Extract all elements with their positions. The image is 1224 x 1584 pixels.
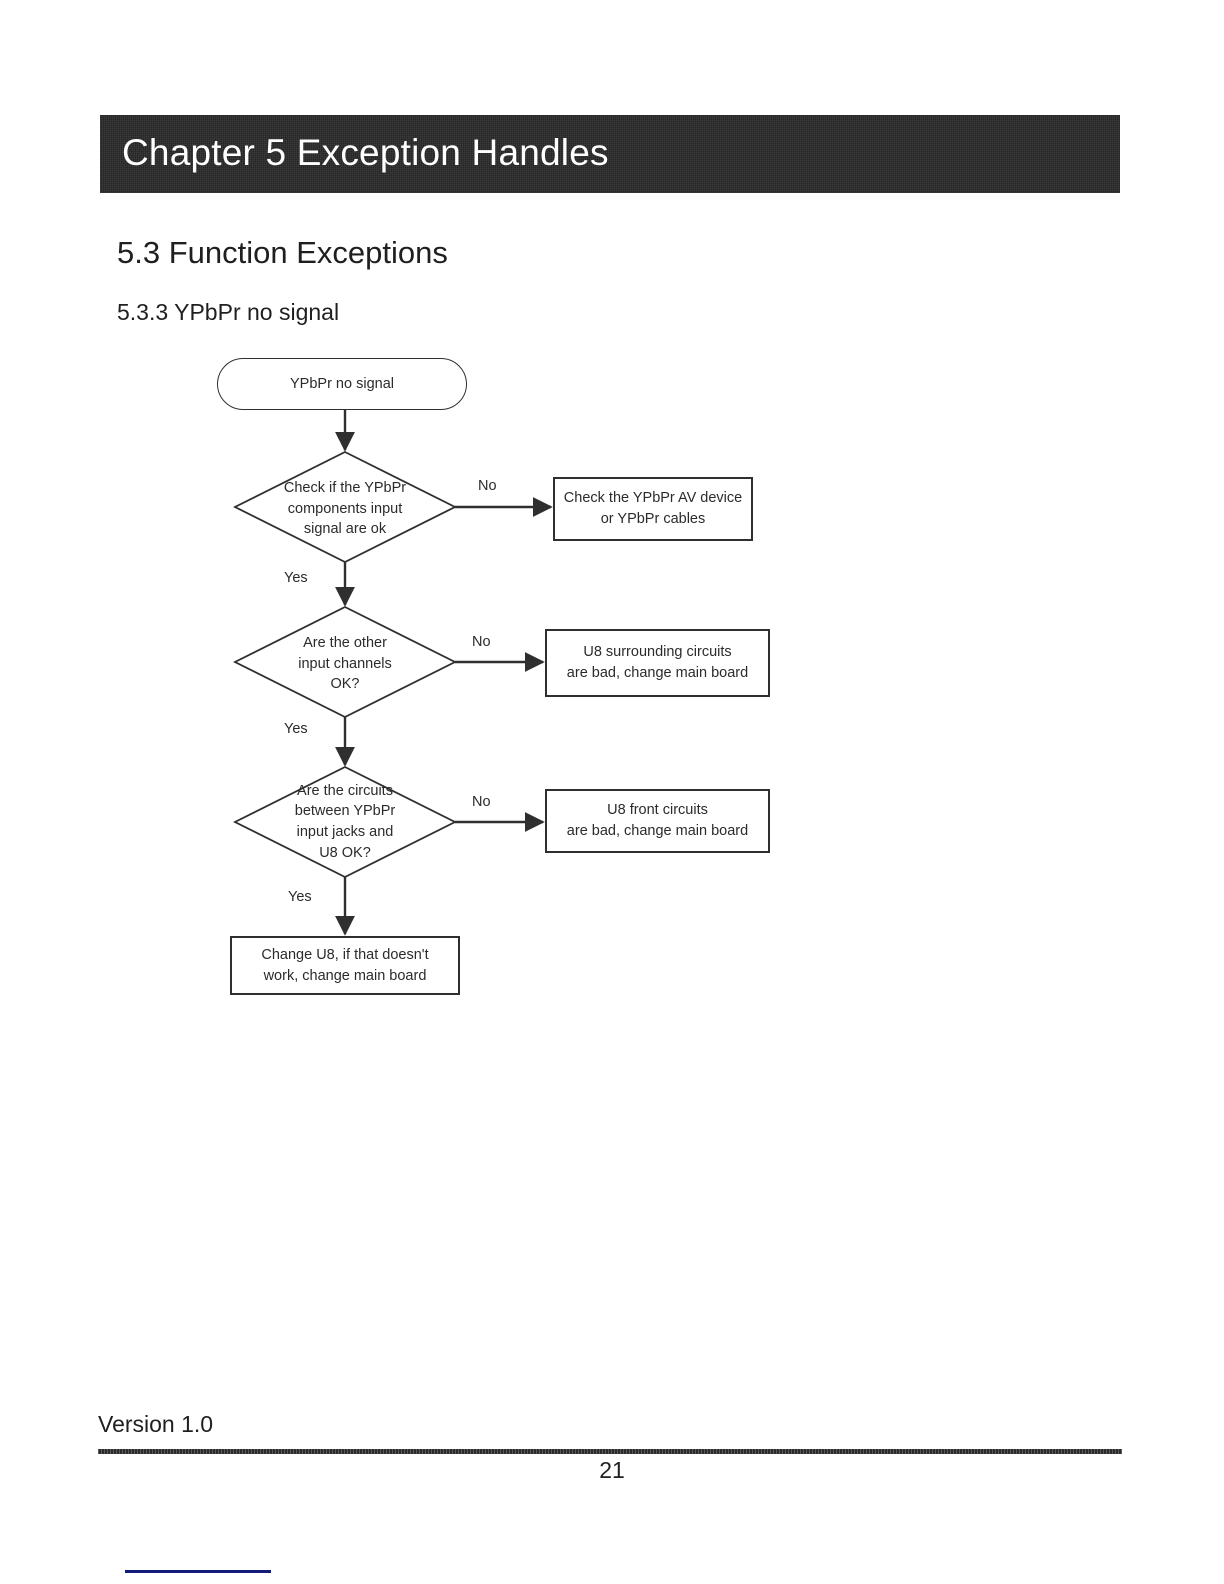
edge-label-no-3: No	[472, 794, 491, 810]
flow-decision-3-line-2: between YPbPr	[294, 803, 396, 820]
flow-decision-3-line-3: input jacks and	[296, 824, 394, 840]
flow-decision-2-line-2: input channels	[298, 655, 392, 672]
page-number: 21	[599, 1457, 625, 1483]
edge-label-no-2: No	[472, 634, 491, 650]
edge-label-yes-2: Yes	[284, 721, 308, 737]
flow-end-node[interactable]: Change U8, if that doesn't work, change …	[230, 936, 460, 995]
flow-action-3-line-2: are bad, change main board	[566, 823, 749, 839]
flow-action-2-line-2: are bad, change main board	[566, 665, 749, 681]
chapter-header-bar: Chapter 5 Exception Handles	[100, 115, 1120, 193]
flow-end-line-2: work, change main board	[263, 967, 427, 984]
flow-action-2-line-1: U8 surrounding circuits	[583, 644, 732, 661]
flow-start-node[interactable]: YPbPr no signal	[217, 358, 467, 410]
chapter-title: Chapter 5 Exception Handles	[122, 132, 609, 174]
edge-label-yes-3: Yes	[288, 889, 312, 905]
flow-decision-2-line-3: OK?	[330, 676, 360, 693]
footer-version-label: Version 1.0	[98, 1411, 214, 1437]
flow-start-label: YPbPr no signal	[290, 375, 394, 392]
flow-action-1[interactable]: Check the YPbPr AV device or YPbPr cable…	[553, 477, 753, 541]
flow-decision-3-line-1: Are the circuits	[297, 782, 393, 799]
flow-decision-1-line-2: components input	[287, 500, 403, 517]
flow-decision-2-line-1: Are the other	[303, 635, 387, 652]
section-heading: 5.3 Function Exceptions	[117, 235, 448, 270]
edge-label-yes-1: Yes	[284, 570, 308, 586]
subsection-heading: 5.3.3 YPbPr no signal	[117, 299, 340, 325]
flow-end-line-1: Change U8, if that doesn't	[261, 946, 429, 963]
flow-decision-1-line-3: signal are ok	[303, 521, 387, 538]
flow-action-1-line-1: Check the YPbPr AV device	[563, 490, 743, 507]
flow-action-3[interactable]: U8 front circuits are bad, change main b…	[545, 789, 770, 853]
flow-decision-1-line-1: Check if the YPbPr	[283, 480, 407, 497]
footer-divider	[98, 1449, 1122, 1454]
edge-label-no-1: No	[478, 478, 497, 494]
bottom-edge-mark	[125, 1570, 271, 1573]
flow-decision-2[interactable]: Are the other input channels OK?	[245, 633, 445, 695]
flow-action-2[interactable]: U8 surrounding circuits are bad, change …	[545, 629, 770, 697]
flow-decision-3[interactable]: Are the circuits between YPbPr input jac…	[245, 781, 445, 863]
flow-decision-3-line-4: U8 OK?	[319, 844, 371, 861]
flow-action-3-line-1: U8 front circuits	[607, 802, 708, 819]
flow-action-1-line-2: or YPbPr cables	[600, 511, 706, 527]
flow-decision-1[interactable]: Check if the YPbPr components input sign…	[245, 478, 445, 540]
